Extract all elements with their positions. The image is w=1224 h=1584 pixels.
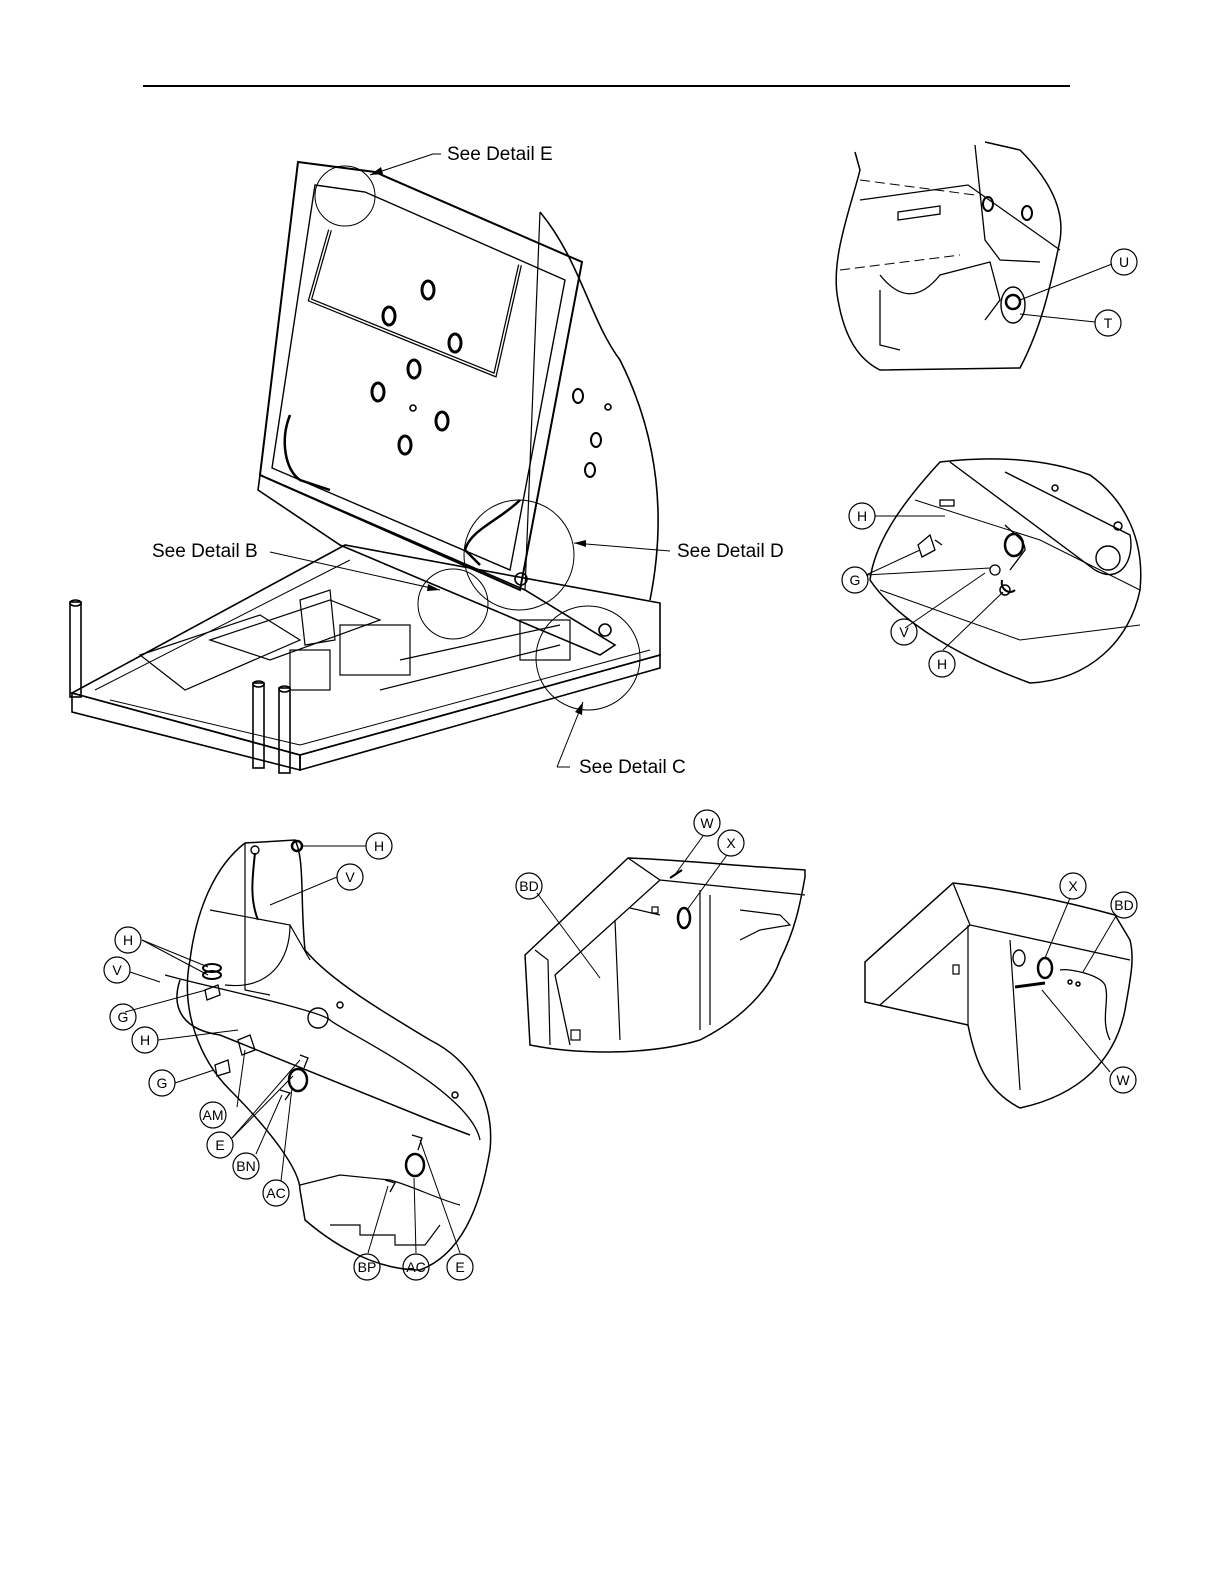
detail-right-view xyxy=(865,883,1132,1108)
balloon-ac: AC xyxy=(266,1185,285,1201)
balloon-w: W xyxy=(700,815,714,831)
detail-d-view xyxy=(870,459,1141,683)
balloon-x: X xyxy=(726,835,736,851)
balloon-v: V xyxy=(899,624,909,640)
balloon-t: T xyxy=(1104,315,1113,331)
detail-c-view xyxy=(525,858,805,1052)
detail-c-circle[interactable] xyxy=(536,606,640,710)
detail-d-circle[interactable] xyxy=(464,500,574,610)
balloon-x: X xyxy=(1068,878,1078,894)
balloon-bp: BP xyxy=(358,1259,377,1275)
balloon-bd: BD xyxy=(1114,897,1133,913)
detail-e-circle[interactable] xyxy=(315,166,375,226)
main-assembly-view xyxy=(70,162,660,773)
detail-b-view xyxy=(165,840,491,1270)
detail-b-balloons: H V H V G H G AM E BN AC BP AC E xyxy=(104,833,473,1280)
balloon-am: AM xyxy=(203,1107,224,1123)
detail-e-balloons: U T xyxy=(1095,249,1137,336)
balloon-v: V xyxy=(345,869,355,885)
detail-b-leaders xyxy=(125,846,460,1253)
balloon-e: E xyxy=(215,1137,224,1153)
balloon-bd: BD xyxy=(519,878,538,894)
balloon-h: H xyxy=(123,932,133,948)
balloon-g: G xyxy=(850,572,861,588)
balloon-v: V xyxy=(112,962,122,978)
balloon-h: H xyxy=(140,1032,150,1048)
detail-d-leaders xyxy=(866,516,1003,650)
balloon-e: E xyxy=(455,1259,464,1275)
balloon-g: G xyxy=(118,1009,129,1025)
callout-see-detail-b: See Detail B xyxy=(152,541,258,562)
balloon-w: W xyxy=(1116,1072,1130,1088)
detail-e-view xyxy=(836,142,1061,370)
balloon-bn: BN xyxy=(236,1158,255,1174)
balloon-h: H xyxy=(857,508,867,524)
balloon-ac: AC xyxy=(406,1259,425,1275)
balloon-g: G xyxy=(157,1075,168,1091)
balloon-u: U xyxy=(1119,254,1129,270)
detail-c-leaders xyxy=(537,836,727,978)
callout-see-detail-d: See Detail D xyxy=(677,541,784,562)
balloon-h: H xyxy=(374,838,384,854)
callout-see-detail-e: See Detail E xyxy=(447,144,553,165)
detail-e-leaders xyxy=(1020,264,1112,322)
balloon-h: H xyxy=(937,656,947,672)
detail-d-balloons: H G V H xyxy=(842,503,955,677)
callout-see-detail-c: See Detail C xyxy=(579,757,686,778)
